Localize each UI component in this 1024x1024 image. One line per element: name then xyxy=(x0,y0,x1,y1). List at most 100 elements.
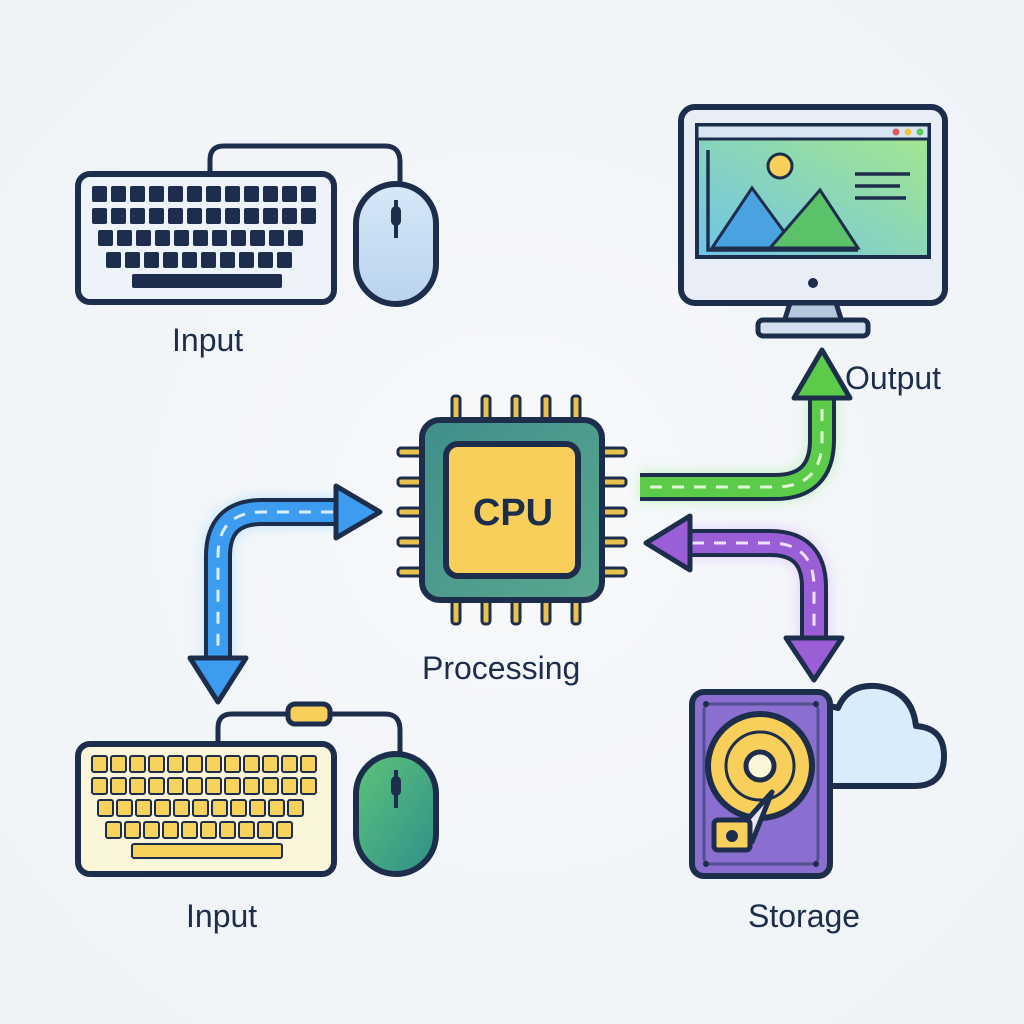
key xyxy=(269,230,284,246)
key xyxy=(148,755,165,773)
key xyxy=(92,186,107,202)
key xyxy=(281,755,298,773)
spacebar-key xyxy=(131,843,283,859)
key xyxy=(136,230,151,246)
key xyxy=(262,755,279,773)
key xyxy=(238,821,255,839)
key xyxy=(167,755,184,773)
key xyxy=(258,252,273,268)
key xyxy=(148,777,165,795)
output-arrow xyxy=(640,347,853,502)
key xyxy=(225,186,240,202)
key xyxy=(162,821,179,839)
key xyxy=(144,252,159,268)
key xyxy=(181,821,198,839)
storage-arrow xyxy=(643,513,845,683)
key xyxy=(187,186,202,202)
key xyxy=(239,252,254,268)
key xyxy=(243,777,260,795)
key xyxy=(192,799,209,817)
key xyxy=(282,186,297,202)
key xyxy=(125,252,140,268)
key xyxy=(224,777,241,795)
input-label-top: Input xyxy=(172,322,244,358)
spacebar-key xyxy=(132,274,282,288)
key xyxy=(205,755,222,773)
key xyxy=(163,252,178,268)
key xyxy=(129,777,146,795)
key xyxy=(116,799,133,817)
key xyxy=(106,252,121,268)
key xyxy=(224,755,241,773)
key xyxy=(206,208,221,224)
key xyxy=(168,208,183,224)
key xyxy=(301,208,316,224)
key xyxy=(287,799,304,817)
key xyxy=(212,230,227,246)
key xyxy=(98,230,113,246)
key xyxy=(129,755,146,773)
key xyxy=(243,755,260,773)
key xyxy=(301,186,316,202)
key xyxy=(262,777,279,795)
key xyxy=(130,186,145,202)
key xyxy=(250,230,265,246)
keyboard-icon xyxy=(75,171,337,305)
key xyxy=(105,821,122,839)
key xyxy=(263,208,278,224)
key xyxy=(135,799,152,817)
key xyxy=(155,230,170,246)
key xyxy=(282,208,297,224)
key xyxy=(244,208,259,224)
mouse-icon xyxy=(353,751,439,877)
key xyxy=(97,799,114,817)
key xyxy=(186,777,203,795)
key xyxy=(300,777,317,795)
key xyxy=(300,755,317,773)
key xyxy=(244,186,259,202)
key xyxy=(205,777,222,795)
keyboard-cable xyxy=(207,143,403,186)
key xyxy=(91,755,108,773)
key xyxy=(201,252,216,268)
key xyxy=(110,777,127,795)
key xyxy=(193,230,208,246)
key xyxy=(249,799,266,817)
key xyxy=(257,821,274,839)
key xyxy=(200,821,217,839)
key xyxy=(186,755,203,773)
key xyxy=(277,252,292,268)
input-arrow xyxy=(187,483,383,705)
key xyxy=(92,208,107,224)
key xyxy=(167,777,184,795)
key xyxy=(220,252,235,268)
key xyxy=(182,252,197,268)
cable-connector xyxy=(285,701,333,727)
key xyxy=(110,755,127,773)
key xyxy=(173,799,190,817)
key xyxy=(154,799,171,817)
key xyxy=(230,799,247,817)
key xyxy=(149,186,164,202)
key xyxy=(206,186,221,202)
key xyxy=(268,799,285,817)
key xyxy=(117,230,132,246)
key xyxy=(174,230,189,246)
storage-label: Storage xyxy=(748,898,861,934)
key xyxy=(231,230,246,246)
cpu-label: CPU xyxy=(472,492,554,534)
key xyxy=(263,186,278,202)
key xyxy=(111,186,126,202)
input-label-bottom: Input xyxy=(186,898,258,934)
key xyxy=(149,208,164,224)
key xyxy=(168,186,183,202)
cpu-chip-icon xyxy=(396,394,628,626)
key xyxy=(288,230,303,246)
key xyxy=(111,208,126,224)
key xyxy=(143,821,160,839)
key xyxy=(276,821,293,839)
key xyxy=(281,777,298,795)
keyboard-icon xyxy=(75,741,337,877)
key xyxy=(91,777,108,795)
